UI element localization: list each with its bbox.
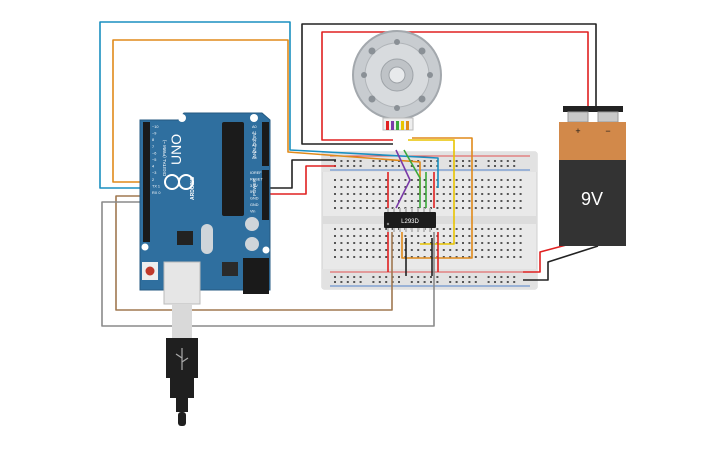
wire-black-rail (523, 245, 599, 281)
battery-9v: + − 9V (559, 106, 626, 246)
pin-label: ~3 (152, 171, 156, 175)
dc-motor (352, 30, 442, 131)
pin-label: ~6 (152, 151, 156, 155)
wire-red-battery (321, 31, 589, 141)
pin-label: ~5 (152, 158, 156, 162)
pin-label: GND (250, 203, 259, 207)
pin-label: RESET (250, 177, 263, 181)
wire-gray (101, 201, 435, 327)
pin-label: RX 0 (152, 191, 160, 195)
battery-voltage-label: 9V (581, 189, 603, 209)
breadboard-holes (334, 160, 522, 283)
pin-label: 2 (152, 178, 154, 182)
arduino-board: ARDUINO UNO DIGITAL (PWM ~) ANALOG IN PO… (139, 112, 271, 305)
pin-label: A0 (252, 125, 257, 129)
pin-label: A5 (252, 156, 257, 160)
wire-black-gnd (270, 159, 336, 189)
pin-label: A4 (252, 150, 257, 154)
arduino-digital-label: DIGITAL (PWM ~) (162, 139, 167, 176)
wire-green (403, 149, 421, 208)
pin-label: 4 (152, 165, 154, 169)
chip-label: L293D (401, 219, 419, 225)
pin-label: ~9 (152, 132, 156, 136)
pin-label: 7 (152, 145, 154, 149)
wire-purple (395, 149, 411, 209)
pin-label: A2 (252, 137, 257, 141)
wire-black-battery (301, 23, 597, 145)
pin-label: ~10 (152, 125, 158, 129)
wire-yellow (408, 139, 455, 245)
power-pin-labels: IOREF RESET 3.3V 5V GND GND Vin (250, 171, 263, 213)
wires (99, 21, 599, 327)
wire-red-5v (270, 165, 336, 195)
pin-label: GND (250, 197, 259, 201)
arduino-power-label: POWER (252, 178, 257, 196)
arduino-brand-text: UNO (168, 134, 184, 165)
usb-icon (175, 348, 189, 370)
pin-label: 8 (152, 138, 154, 142)
wire-orange (112, 39, 421, 195)
l293d-chip: L293D (384, 208, 436, 232)
arduino-logo-icon (164, 174, 194, 190)
battery-plus-label: + (575, 126, 580, 136)
wire-blue (99, 21, 439, 189)
pin-label: TX 1 (152, 184, 160, 188)
arduino-analog-label: ANALOG IN (252, 133, 257, 158)
arduino-logo-text: ARDUINO (190, 177, 196, 200)
digital-pin-labels: ~10 ~9 8 7 ~6 ~5 4 ~3 2 TX 1 RX 0 (152, 125, 160, 195)
pin-label: A1 (252, 131, 257, 135)
pin-label: IOREF (250, 171, 262, 175)
battery-minus-label: − (605, 126, 610, 136)
wire-orange-2 (401, 137, 473, 259)
usb-cable (166, 304, 198, 426)
pin-label: A3 (252, 144, 257, 148)
pin-label: Vin (250, 209, 255, 213)
pin-label: 3.3V (250, 184, 258, 188)
wire-brown (115, 195, 393, 311)
pin-label: 5V (250, 190, 255, 194)
